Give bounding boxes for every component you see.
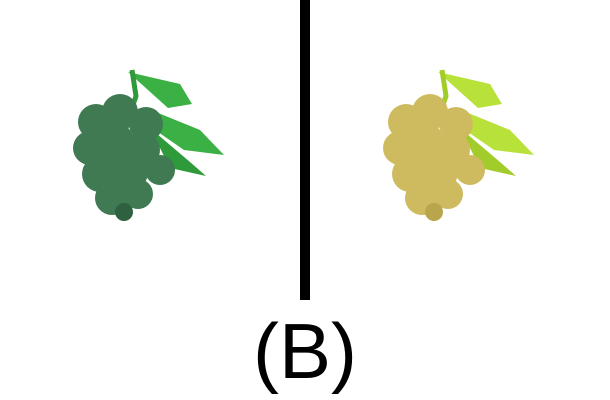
yellow-grape-berries xyxy=(383,94,485,221)
left-grape-image xyxy=(0,0,300,300)
figure-caption: (B) xyxy=(253,307,357,395)
green-grape-leaves xyxy=(123,69,224,176)
vertical-divider xyxy=(300,0,310,300)
right-grape-image xyxy=(310,0,610,300)
yellow-grape-bunch xyxy=(383,69,534,221)
green-grape-berries xyxy=(73,94,175,221)
green-grape-bunch xyxy=(73,69,224,221)
